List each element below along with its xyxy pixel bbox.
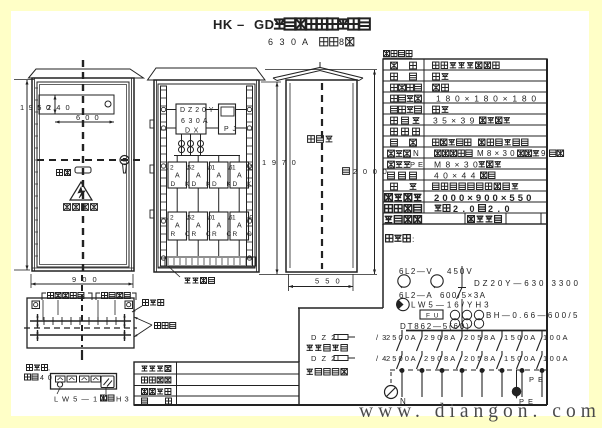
svg-text:4 0: 4 0 [40, 375, 53, 382]
svg-text:R C: R C [192, 231, 215, 238]
svg-text:H 3: H 3 [116, 395, 129, 404]
svg-text:A: A [217, 173, 222, 180]
svg-text:2 . 0: 2 . 0 [453, 204, 476, 214]
svg-text:4 0 × 4 4: 4 0 × 4 4 [434, 171, 476, 181]
svg-text:DZ20Y—630,3300: DZ20Y—630,3300 [474, 279, 581, 288]
svg-text:A: A [196, 223, 201, 230]
svg-text:D Z 2: D Z 2 [311, 354, 337, 363]
svg-text:6L2—V: 6L2—V [399, 267, 433, 276]
svg-text:2 0: 2 0 [191, 215, 218, 222]
svg-text:9 0 0: 9 0 0 [72, 275, 99, 284]
svg-text:LW5—16/YH3: LW5—16/YH3 [411, 301, 492, 310]
svg-text:N: N [400, 397, 406, 406]
svg-text:2 0 5 8 A: 2 0 5 8 A [464, 354, 495, 363]
svg-text:6 0 0: 6 0 0 [76, 113, 100, 122]
svg-text:2 0 0 0 × 9 0 0 × 5 5 0: 2 0 0 0 × 9 0 0 × 5 5 0 [434, 193, 532, 204]
svg-text:3 5 × 3 9: 3 5 × 3 9 [433, 116, 475, 126]
svg-text:/ 4: / 4 [376, 354, 387, 363]
svg-text:9: 9 [541, 149, 546, 158]
svg-text:2 0: 2 0 [191, 165, 218, 172]
svg-text:D K: D K [212, 181, 235, 188]
svg-text:M 8 × 3 0: M 8 × 3 0 [434, 160, 479, 170]
svg-text:2 5: 2 5 [170, 165, 197, 172]
svg-text:L W 5 — 1 6: L W 5 — 1 6 [54, 395, 106, 404]
svg-text:6L2—A: 6L2—A [399, 291, 433, 300]
svg-text:600/5×3A: 600/5×3A [440, 291, 486, 300]
svg-text:P E: P E [410, 160, 423, 169]
svg-text:2 9 0 8 A: 2 9 0 8 A [424, 333, 455, 342]
svg-text:1 0: 1 0 [232, 215, 259, 222]
svg-text:F U: F U [426, 313, 439, 320]
svg-text:M 8 × 3 0: M 8 × 3 0 [477, 149, 515, 158]
svg-text:5 5 0: 5 5 0 [315, 277, 342, 286]
svg-text:R C: R C [212, 231, 235, 238]
svg-text:1 8 0 × 1 8 0 × 1 8 0: 1 8 0 × 1 8 0 × 1 8 0 [436, 94, 537, 104]
svg-text:8: 8 [339, 37, 344, 47]
svg-text:450V: 450V [447, 267, 474, 276]
svg-text:6 3 0 A: 6 3 0 A [268, 37, 310, 47]
svg-text:P E: P E [529, 375, 544, 384]
svg-text:1 9 5 0: 1 9 5 0 [20, 103, 51, 112]
svg-text:2 0 5 8 A: 2 0 5 8 A [464, 333, 495, 342]
svg-text:,: , [48, 365, 50, 372]
svg-text:R C: R C [171, 231, 194, 238]
svg-text:/ 3: / 3 [376, 333, 387, 342]
svg-text:HK: HK [213, 17, 233, 32]
svg-text:–: – [237, 17, 244, 32]
svg-text:D X: D X [185, 128, 199, 135]
svg-text:A: A [175, 173, 180, 180]
svg-text:2 9 0 8 A: 2 9 0 8 A [424, 354, 455, 363]
svg-text:1 9 7 0: 1 9 7 0 [262, 158, 298, 167]
svg-text:A: A [217, 223, 222, 230]
svg-text:1 5 0 0 A: 1 5 0 0 A [504, 354, 535, 363]
svg-text:2 5 0 0 A: 2 5 0 0 A [386, 333, 416, 342]
svg-text:1 0 0 A: 1 0 0 A [543, 333, 568, 342]
svg-text:www. diangon. com: www. diangon. com [359, 401, 601, 422]
svg-text:1 0: 1 0 [232, 165, 259, 172]
svg-text:P E: P E [519, 397, 534, 406]
svg-text:D K: D K [233, 181, 256, 188]
svg-text:2 . 0: 2 . 0 [488, 204, 511, 214]
svg-text:N: N [413, 149, 419, 158]
svg-text:A: A [175, 223, 180, 230]
svg-text::: : [412, 234, 414, 244]
svg-text:2 0 0 0: 2 0 0 0 [353, 167, 389, 176]
svg-text:DT862—5(60): DT862—5(60) [400, 322, 471, 331]
svg-text:2 5: 2 5 [170, 215, 197, 222]
svg-text:1 6: 1 6 [212, 215, 239, 222]
svg-text:A: A [237, 173, 242, 180]
svg-text:A: A [196, 173, 201, 180]
svg-text:D K: D K [171, 181, 194, 188]
svg-text:1 5 0 0 A: 1 5 0 0 A [504, 333, 535, 342]
svg-text:D Z 2: D Z 2 [311, 333, 337, 342]
svg-text:BH—0.66—600/5: BH—0.66—600/5 [486, 311, 580, 320]
svg-text:A: A [237, 223, 242, 230]
svg-text:D K: D K [192, 181, 215, 188]
svg-text:6 3 0 A: 6 3 0 A [181, 118, 208, 125]
svg-text:1 6: 1 6 [212, 165, 239, 172]
svg-text:1 0 0 A: 1 0 0 A [543, 354, 568, 363]
svg-text:R C: R C [233, 231, 256, 238]
svg-text:2 4 0: 2 4 0 [47, 103, 71, 112]
svg-text:GD: GD [254, 17, 275, 32]
svg-text:D Z 2 0 Y: D Z 2 0 Y [180, 107, 214, 114]
svg-text:P J: P J [224, 126, 237, 133]
